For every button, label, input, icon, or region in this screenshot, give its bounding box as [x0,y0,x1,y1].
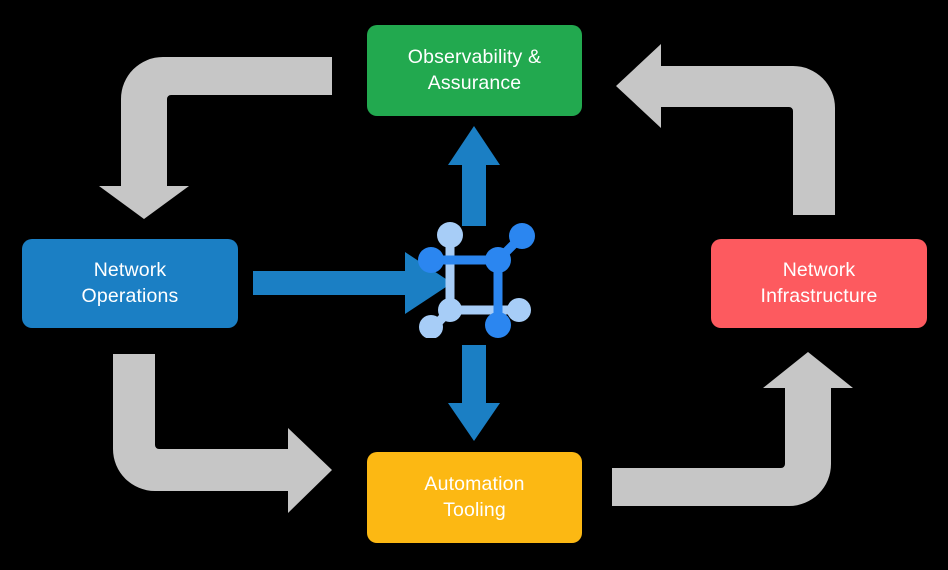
loop-arrow-observability-to-netops [99,57,332,219]
node-network-operations[interactable]: Network Operations [22,239,238,328]
topology-nodes-secondary [419,222,531,338]
loop-arrow-netinfra-to-observability [616,44,835,215]
arrow-netops-to-center [253,252,452,314]
node-label-automation-tooling: Automation Tooling [424,472,525,521]
arrow-center-to-observability [448,126,500,226]
node-network-infrastructure[interactable]: Network Infrastructure [711,239,927,328]
node-label-network-infrastructure: Network Infrastructure [760,258,878,307]
node-automation-tooling[interactable]: Automation Tooling [367,452,582,543]
loop-arrow-netops-to-automation [113,354,332,513]
node-observability-assurance[interactable]: Observability & Assurance [367,25,582,116]
network-topology-icon [418,222,535,338]
arrow-center-to-automation [448,345,500,441]
topology-nodes-primary [418,223,535,338]
node-label-network-operations: Network Operations [81,258,179,307]
loop-arrow-automation-to-netinfra [612,352,853,506]
node-label-observability: Observability & Assurance [407,45,542,94]
